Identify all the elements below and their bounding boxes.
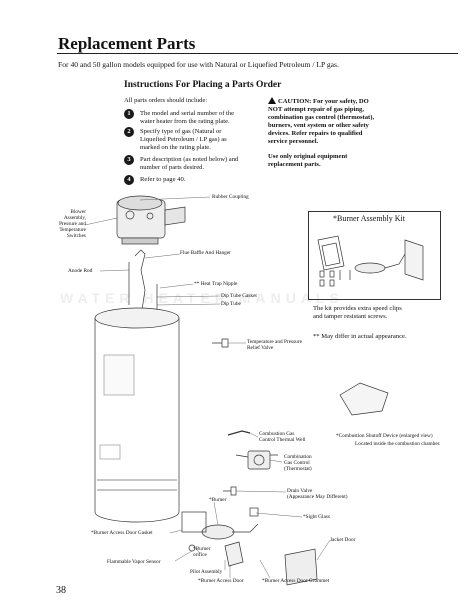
label-blower: Blower Assembly, Pressure and Temperatur…: [59, 209, 86, 239]
label-anode-rod: Anode Rod: [68, 268, 93, 274]
label-jacket-door: Jacket Door: [330, 537, 356, 543]
instructions-heading: Instructions For Placing a Parts Order: [124, 80, 282, 90]
warning-icon: [268, 97, 276, 104]
blower-assembly-drawing: [116, 195, 186, 245]
flue-baffle-drawing: [134, 249, 146, 311]
access-door-drawing: [224, 541, 244, 567]
burner-kit-box: [308, 211, 441, 300]
burner-drawing: [201, 523, 259, 540]
kit-title: *Burner Assembly Kit: [333, 214, 405, 223]
step-number: 2: [124, 127, 134, 137]
label-burner: *Burner: [209, 497, 227, 503]
label-dip-tube: Dip Tube: [221, 301, 241, 307]
step-text: Refer to page 40.: [140, 176, 186, 183]
label-tp-valve: Temperature and Pressure Relief Valve: [247, 339, 302, 351]
kit-items-drawing: [317, 235, 424, 287]
label-door-grommet: *Burner Access Door Grommet: [262, 578, 330, 584]
orders-lead: All parts orders should include:: [124, 97, 208, 104]
step-4: 4 Refer to page 40.: [124, 175, 259, 185]
step-text: The model and serial number of the water…: [140, 110, 235, 125]
step-1: 1 The model and serial number of the wat…: [124, 109, 259, 126]
step-3: 3 Part description (as noted below) and …: [124, 155, 259, 172]
label-shutoff-sub: Located inside the combustion chamber.: [355, 441, 441, 447]
label-flue-baffle: Flue Baffle And Hanger: [180, 250, 231, 256]
sight-glass-drawing: [249, 507, 259, 517]
caution-block: CAUTION: For your safety, DO NOT attempt…: [268, 97, 448, 145]
label-drain-valve: Drain Valve (Appearance May Different): [287, 488, 348, 500]
shutoff-device-drawing: [339, 382, 389, 416]
intro-text: For 40 and 50 gallon models equipped for…: [58, 60, 339, 69]
label-heat-trap: ** Heat Trap Nipple: [194, 281, 238, 287]
kit-note: The kit provides extra speed clips and t…: [313, 305, 402, 320]
caution-text: CAUTION: For your safety, DO NOT attempt…: [268, 98, 375, 145]
original-parts-note: Use only original equipment replacement …: [268, 153, 348, 168]
tank-drawing: [94, 307, 180, 523]
title-rule: [57, 53, 458, 54]
label-rubber-coupling: Rubber Coupling: [212, 194, 249, 200]
label-vapor-sensor: Flammable Vapor Sensor: [107, 559, 161, 565]
label-dip-tube-gasket: Dip Tube Gasket: [221, 293, 257, 299]
step-number: 3: [124, 155, 134, 165]
label-pilot-assembly: Pilot Assembly: [190, 569, 223, 575]
label-burner-orifice: *Burner orifice: [193, 546, 211, 558]
watermark: WATER HEATER MANUALS: [60, 290, 344, 306]
label-shutoff: *Combustion Shutoff Device (enlarged vie…: [336, 433, 433, 439]
label-thermal-well: Combustion Gas Control Thermal Well: [259, 431, 306, 443]
relief-valve-drawing: [212, 338, 229, 348]
step-number: 1: [124, 109, 134, 119]
label-gas-control: Combination Gas Control (Thermostat): [284, 454, 312, 472]
drain-valve-drawing: [223, 486, 237, 496]
page-number: 38: [56, 585, 66, 596]
page-title: Replacement Parts: [58, 34, 196, 53]
gas-control-drawing: [235, 450, 278, 470]
step-text: Part description (as noted below) and nu…: [140, 156, 239, 171]
step-text: Specify type of gas (Natural or Liquefie…: [140, 128, 227, 151]
thermal-well-drawing: [227, 430, 251, 436]
differ-note: ** May differ in actual appearance.: [313, 333, 407, 340]
label-access-gasket: *Burner Access Door Gasket: [91, 530, 153, 536]
jacket-door-drawing: [284, 548, 318, 586]
label-sight-glass: *Sight Glass: [303, 514, 330, 520]
label-access-door: *Burner Access Door: [198, 578, 244, 584]
access-door-gasket-drawing: [181, 511, 207, 533]
step-2: 2 Specify type of gas (Natural or Liquef…: [124, 127, 259, 152]
step-number: 4: [124, 175, 134, 185]
